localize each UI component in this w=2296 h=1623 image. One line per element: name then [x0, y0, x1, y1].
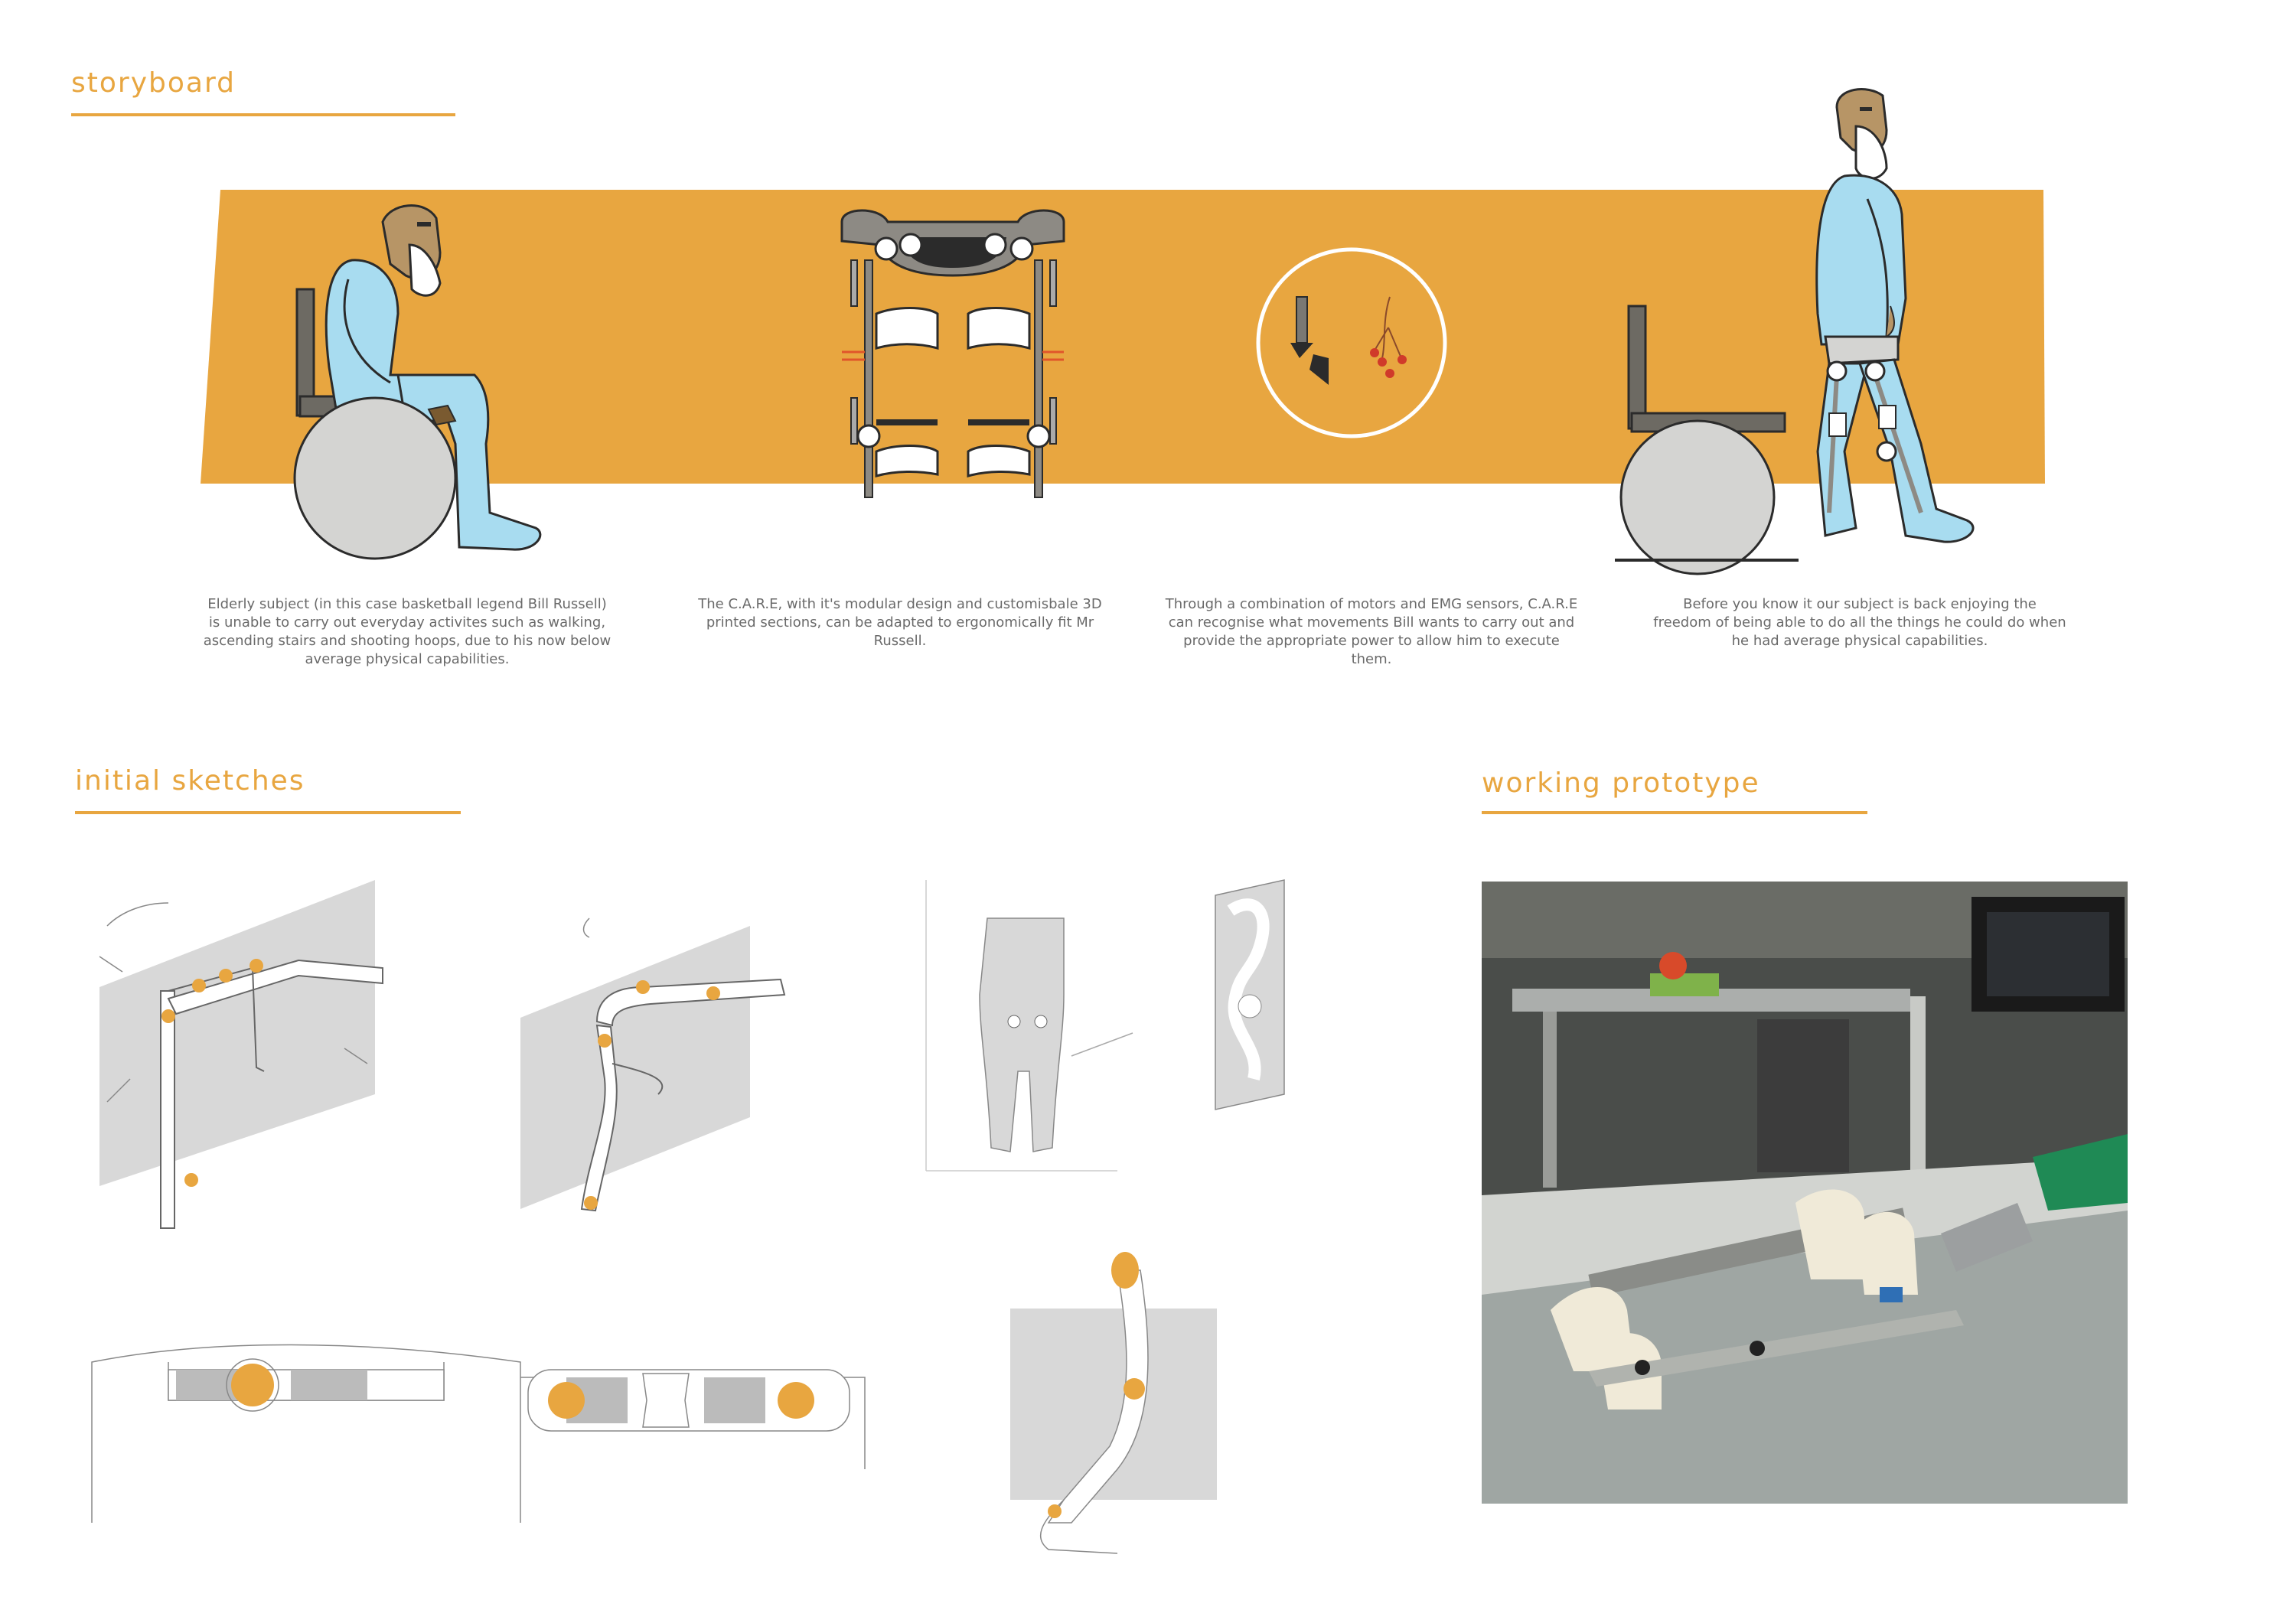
sketch-handle-frame-1 [99, 880, 383, 1229]
sketch-handle-frame-2 [520, 917, 786, 1212]
caption-panel-1: Elderly subject (in this case basketball… [203, 596, 612, 667]
panel-2-exoskeleton-illustration [840, 209, 1065, 498]
panel-3-motor-emg-illustration [1256, 247, 1447, 438]
sketch-hip-joint-front-1 [91, 1344, 521, 1523]
working-prototype-rule [1482, 811, 1867, 814]
storyboard-heading: storyboard [71, 67, 236, 99]
caption-panel-2: The C.A.R.E, with it's modular design an… [698, 596, 1102, 649]
working-prototype-photo [1482, 882, 2128, 1504]
sketch-lattice-leg-section [1215, 879, 1285, 1110]
sketch-kneeling-leg [1010, 1252, 1217, 1554]
initial-sketches-rule [75, 811, 461, 814]
panel-4-empty-wheelchair-illustration [1615, 305, 1799, 575]
storyboard-rule [71, 113, 455, 116]
caption-panel-4: Before you know it our subject is back e… [1653, 596, 2066, 649]
initial-sketches-heading: initial sketches [75, 765, 305, 797]
sketch-legs-with-exoskeleton [925, 880, 1133, 1172]
storyboard-banner [201, 190, 2045, 484]
sketch-hip-joint-front-2 [520, 1369, 866, 1469]
working-prototype-heading: working prototype [1482, 768, 1760, 799]
panel-1-seated-man-illustration [293, 204, 542, 560]
caption-panel-3: Through a combination of motors and EMG … [1165, 596, 1578, 667]
panel-4-walking-man-illustration [1815, 88, 1975, 543]
